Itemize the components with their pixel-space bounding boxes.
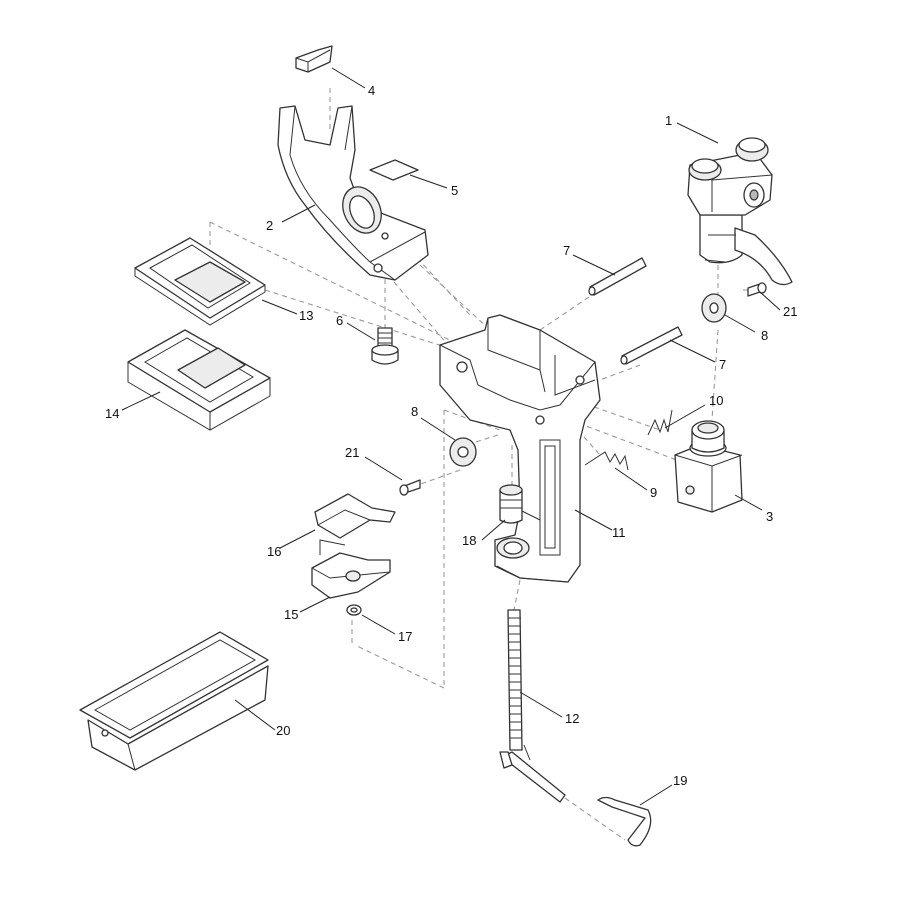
callout-13: 13 — [299, 308, 313, 323]
callout-10: 10 — [709, 393, 723, 408]
callout-1: 1 — [665, 113, 672, 128]
part-19-wire-clip — [597, 796, 652, 847]
assembly-guide-lines — [209, 88, 748, 841]
callout-15: 15 — [284, 607, 298, 622]
callout-5: 5 — [451, 183, 458, 198]
part-9-spring — [584, 451, 629, 471]
callout-9: 9 — [650, 485, 657, 500]
callout-4: 4 — [368, 83, 375, 98]
callout-7b: 7 — [719, 357, 726, 372]
part-11-main-frame — [439, 314, 601, 583]
callout-21a: 21 — [783, 304, 797, 319]
callout-17: 17 — [398, 629, 412, 644]
callout-21b: 21 — [345, 445, 359, 460]
part-1-presser-holder — [687, 137, 793, 286]
callout-8a: 8 — [411, 404, 418, 419]
callout-19: 19 — [673, 773, 687, 788]
callout-18: 18 — [462, 533, 476, 548]
callout-16: 16 — [267, 544, 281, 559]
part-6-screw — [371, 327, 399, 365]
part-20-storage-box — [79, 631, 269, 771]
callout-leaders — [121, 67, 781, 806]
part-2-presser-foot-arm — [277, 105, 429, 281]
callout-labels: 1 2 3 4 5 6 7 7 8 8 9 10 11 12 13 14 15 … — [105, 83, 797, 788]
part-13-tray — [134, 237, 266, 326]
part-15-clip-base — [311, 539, 391, 599]
part-21-screws — [399, 282, 767, 496]
callout-11: 11 — [612, 525, 626, 540]
part-5-pad — [369, 159, 419, 181]
callout-14: 14 — [105, 406, 119, 421]
callout-2: 2 — [266, 218, 273, 233]
part-4-cap — [295, 45, 333, 73]
callout-3: 3 — [766, 509, 773, 524]
part-12-threaded-rod — [499, 609, 566, 803]
part-10-spring — [647, 409, 673, 436]
part-17-ring — [346, 604, 362, 616]
callout-8b: 8 — [761, 328, 768, 343]
part-7-pins — [588, 257, 683, 365]
part-8-washers — [449, 293, 727, 467]
callout-20: 20 — [276, 723, 290, 738]
part-18-bushing — [499, 484, 523, 524]
callout-12: 12 — [565, 711, 579, 726]
part-14-tray — [127, 329, 271, 431]
part-3-block — [674, 420, 743, 513]
callout-7a: 7 — [563, 243, 570, 258]
part-16-clip — [314, 493, 396, 539]
callout-6: 6 — [336, 313, 343, 328]
